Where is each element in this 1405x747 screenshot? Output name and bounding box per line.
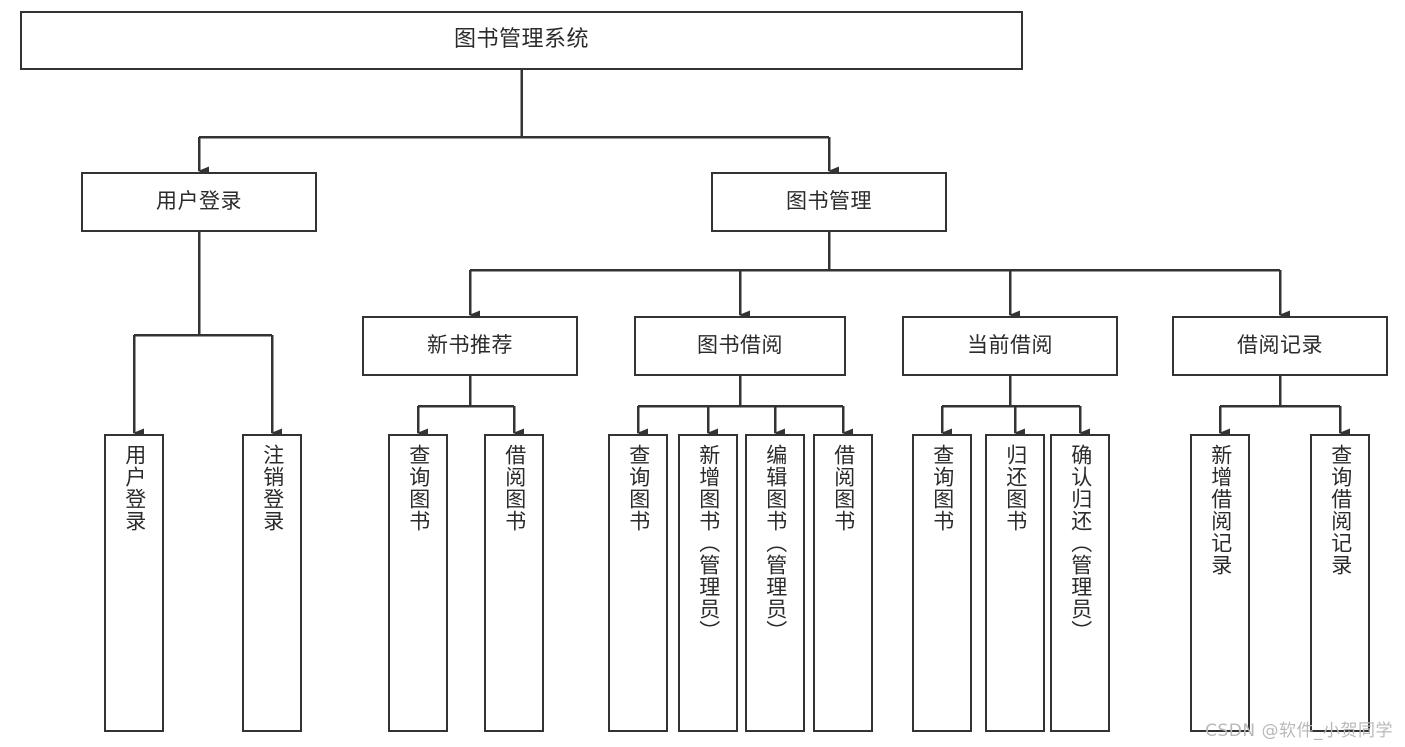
node-leaf-logout[interactable]: 注销登录 — [242, 434, 302, 732]
node-leaf-confirm-return[interactable]: 确认归还（管理员） — [1050, 434, 1110, 732]
node-leaf-borrow-book-1[interactable]: 借阅图书 — [484, 434, 544, 732]
node-label: 图书管理 — [786, 189, 872, 214]
node-leaf-query-record[interactable]: 查询借阅记录 — [1310, 434, 1370, 732]
node-new-book-rec[interactable]: 新书推荐 — [362, 316, 578, 376]
node-leaf-user-login[interactable]: 用户登录 — [104, 434, 164, 732]
node-label: 查询图书 — [626, 444, 651, 532]
node-leaf-borrow-book-2[interactable]: 借阅图书 — [813, 434, 873, 732]
node-label: 查询借阅记录 — [1328, 444, 1353, 576]
watermark: CSDN @软件_小贺同学 — [1205, 721, 1393, 741]
node-label: 借阅图书 — [831, 444, 856, 532]
node-label: 用户登录 — [122, 444, 147, 532]
node-label: 查询图书 — [930, 444, 955, 532]
node-root[interactable]: 图书管理系统 — [20, 11, 1023, 70]
node-leaf-add-record[interactable]: 新增借阅记录 — [1190, 434, 1250, 732]
node-current-borrow[interactable]: 当前借阅 — [902, 316, 1118, 376]
node-label: 当前借阅 — [967, 333, 1053, 358]
edges-group — [132, 70, 1350, 438]
node-label: 新增借阅记录 — [1208, 444, 1233, 576]
node-label: 查询图书 — [406, 444, 431, 532]
node-label: 借阅图书 — [502, 444, 527, 532]
node-label: 注销登录 — [260, 444, 285, 532]
node-leaf-edit-book[interactable]: 编辑图书（管理员） — [745, 434, 805, 732]
node-label: 图书借阅 — [697, 333, 783, 358]
node-book-manage[interactable]: 图书管理 — [711, 172, 947, 232]
node-book-borrow[interactable]: 图书借阅 — [634, 316, 846, 376]
node-leaf-add-book[interactable]: 新增图书（管理员） — [678, 434, 738, 732]
node-label: 新书推荐 — [427, 333, 513, 358]
node-leaf-query-book-3[interactable]: 查询图书 — [912, 434, 972, 732]
node-label: 确认归还（管理员） — [1068, 444, 1093, 642]
node-user-login[interactable]: 用户登录 — [81, 172, 317, 232]
node-leaf-query-book-2[interactable]: 查询图书 — [608, 434, 668, 732]
node-label: 归还图书 — [1003, 444, 1028, 532]
node-label: 新增图书（管理员） — [696, 444, 721, 642]
node-label: 用户登录 — [156, 189, 242, 214]
node-leaf-query-book-1[interactable]: 查询图书 — [388, 434, 448, 732]
node-leaf-return-book[interactable]: 归还图书 — [985, 434, 1045, 732]
node-label: 借阅记录 — [1237, 333, 1323, 358]
node-label: 编辑图书（管理员） — [763, 444, 788, 642]
node-borrow-record[interactable]: 借阅记录 — [1172, 316, 1388, 376]
node-label: 图书管理系统 — [453, 27, 589, 53]
